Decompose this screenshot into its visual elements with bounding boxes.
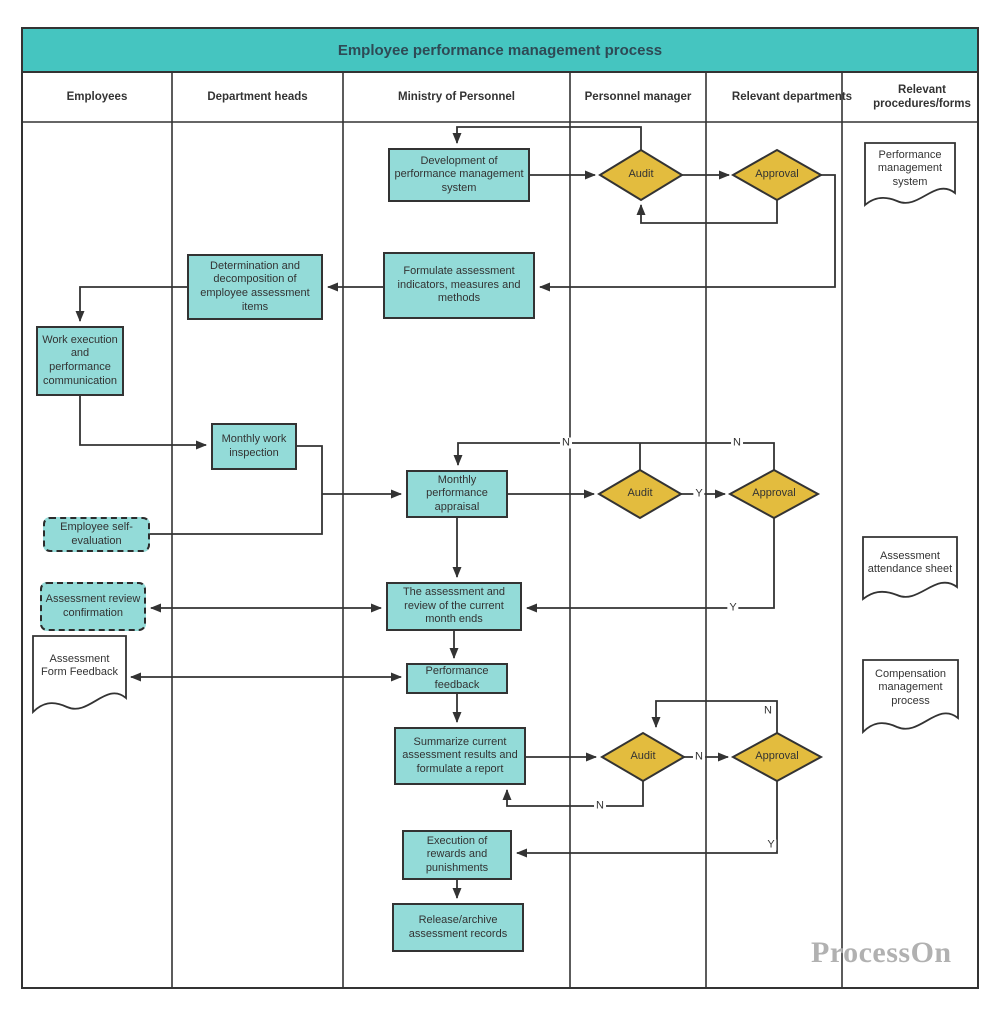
node-monthly-inspection: Monthly work inspection — [211, 423, 297, 470]
edge-label-y: Y — [727, 601, 739, 614]
label-approval1: Approval — [755, 168, 799, 181]
label-approval3: Approval — [755, 750, 799, 763]
edge-label-n: N — [731, 436, 743, 449]
lane-header-personnel-manager: Personnel manager — [584, 90, 692, 103]
edge-approval3-no-to-audit3 — [651, 700, 778, 733]
node-performance-feedback: Performance feedback — [406, 663, 508, 694]
label-document-form-feedback: Assessment Form Feedback — [40, 652, 119, 678]
connectors — [75, 126, 836, 899]
label-audit3: Audit — [630, 750, 656, 763]
node-self-evaluation: Employee self-evaluation — [43, 517, 150, 552]
label-audit1: Audit — [628, 168, 654, 181]
audit1-diamond — [598, 148, 684, 202]
edge-inspection-selfeval-junction — [150, 445, 323, 535]
document-shapes — [32, 142, 959, 735]
outer-border — [21, 27, 979, 989]
label-document-compensation-process: Compensation management process — [875, 667, 946, 707]
edge-label-y: Y — [693, 487, 705, 500]
node-development: Development of performance management sy… — [388, 148, 530, 202]
edge-approval1-to-formulate — [539, 174, 836, 292]
edge-no-return-to-appraisal — [453, 442, 775, 470]
node-work-execution: Work execution and performance communica… — [36, 326, 124, 396]
edge-approval2-yes-to-month-ends — [526, 518, 775, 613]
document-attendance-sheet — [862, 536, 958, 601]
node-monthly-appraisal: Monthly performance appraisal — [406, 470, 508, 518]
node-review-confirmation: Assessment review confirmation — [40, 582, 146, 631]
approval2-diamond — [727, 468, 821, 520]
node-summarize: Summarize current assessment results and… — [394, 727, 526, 785]
document-form-feedback — [32, 635, 127, 715]
node-month-ends: The assessment and review of the current… — [386, 582, 522, 631]
label-audit2: Audit — [627, 487, 653, 500]
node-formulate: Formulate assessment indicators, measure… — [383, 252, 535, 319]
label-document-performance-system: Performance management system — [877, 148, 943, 188]
edge-label-n: N — [762, 704, 774, 717]
edge-label-n: N — [594, 799, 606, 812]
audit2-diamond — [597, 468, 683, 520]
lane-header-employees: Employees — [66, 90, 128, 103]
lane-header-relevant-departments: Relevant departments — [731, 90, 853, 103]
approval3-diamond — [730, 731, 824, 783]
page-title: Employee performance management process — [337, 41, 663, 59]
lane-header-ministry: Ministry of Personnel — [398, 90, 515, 103]
swimlane-grid — [21, 27, 979, 989]
edge-label-y: Y — [765, 838, 777, 851]
document-compensation-process — [862, 659, 959, 735]
label-document-attendance-sheet: Assessment attendance sheet — [867, 549, 953, 575]
edge-label-n: N — [693, 750, 705, 763]
document-performance-system — [864, 142, 956, 207]
label-approval2: Approval — [752, 487, 796, 500]
edge-audit3-no-to-summarize — [502, 781, 644, 807]
lane-header-department-heads: Department heads — [207, 90, 308, 103]
node-release: Release/archive assessment records — [392, 903, 524, 952]
edge-label-n: N — [560, 436, 572, 449]
edge-work-execution-to-inspection — [79, 396, 207, 450]
edge-determination-to-work-execution — [75, 286, 187, 322]
node-execution: Execution of rewards and punishments — [402, 830, 512, 880]
lane-header-relevant-procedures: Relevant procedures/forms — [873, 83, 971, 110]
decision-shapes — [597, 148, 824, 783]
processon-watermark: ProcessOn — [811, 936, 952, 969]
node-determination: Determination and decomposition of emplo… — [187, 254, 323, 320]
audit3-diamond — [600, 731, 686, 783]
approval1-diamond — [730, 148, 824, 202]
edge-approval3-yes-to-execution — [516, 781, 778, 858]
title-bar — [21, 27, 979, 73]
edge-audit1-no-to-development — [452, 126, 642, 150]
edge-approval1-no-to-audit1 — [636, 200, 778, 224]
